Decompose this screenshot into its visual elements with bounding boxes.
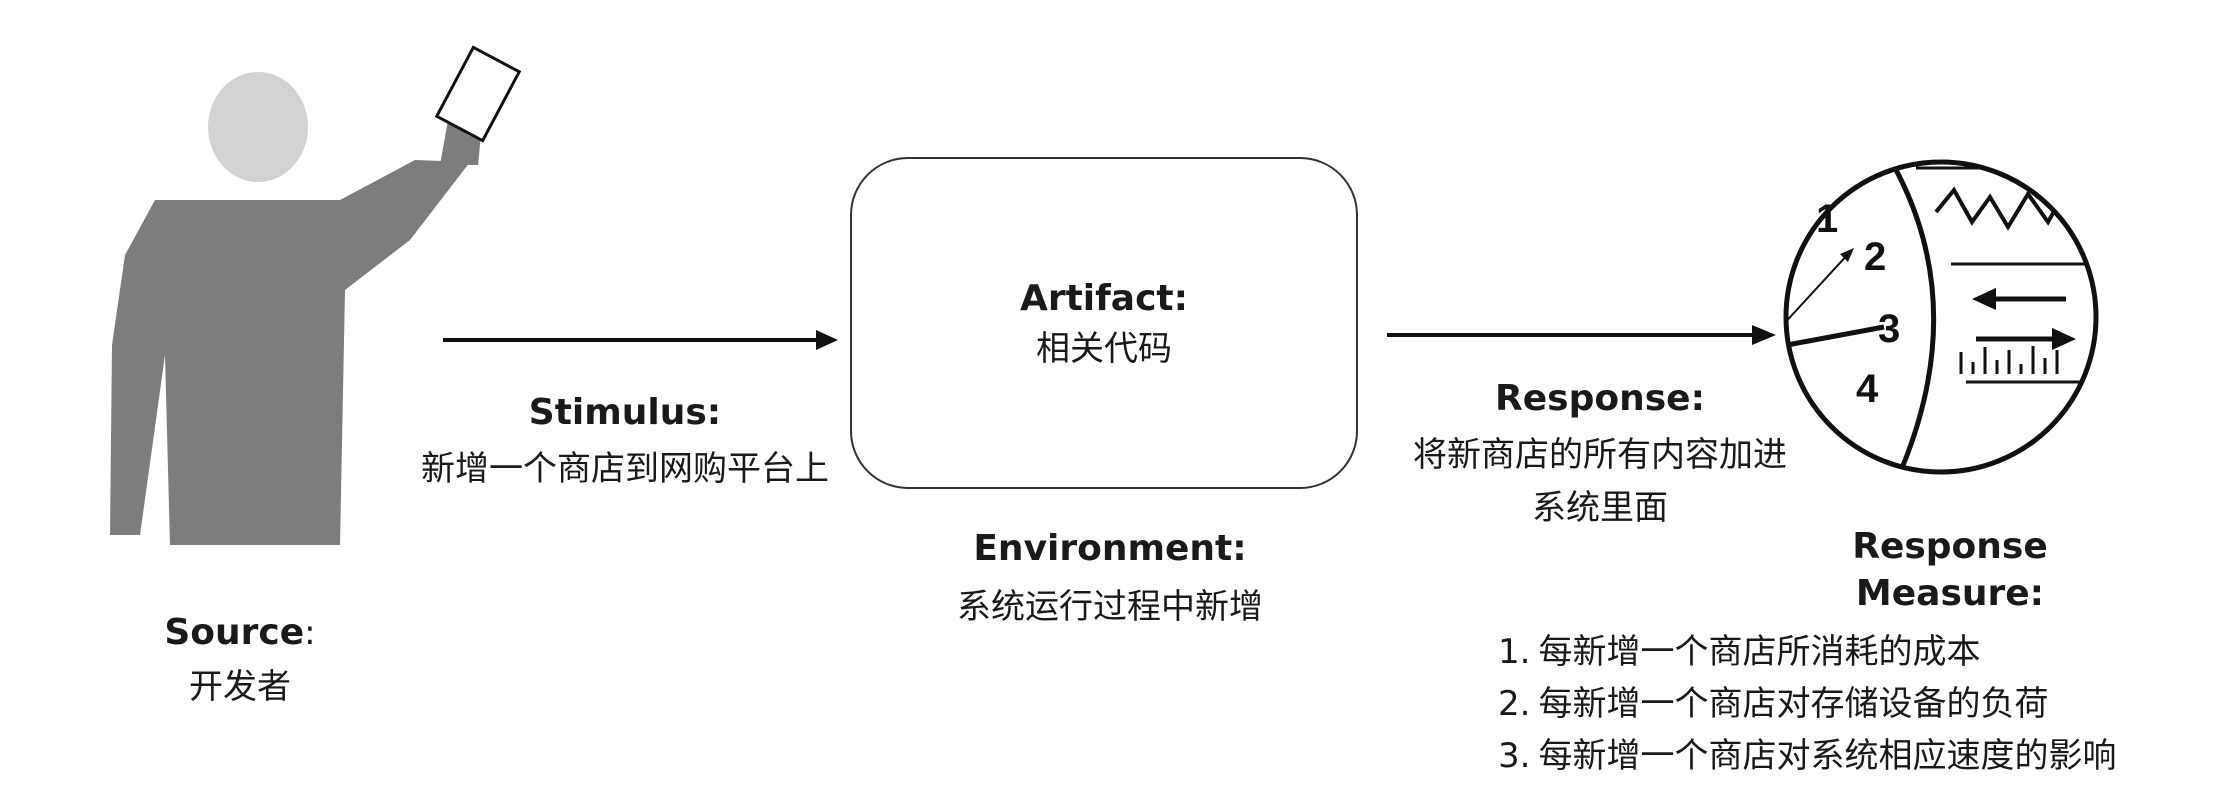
measure-item-1: 1. 每新增一个商店所消耗的成本: [1498, 626, 2116, 678]
source-value: 开发者: [189, 667, 291, 707]
measure-item-2-text: 每新增一个商店对存储设备的负荷: [1538, 684, 2049, 724]
artifact-box: [850, 157, 1358, 489]
measure-item-2: 2. 每新增一个商店对存储设备的负荷: [1498, 678, 2116, 730]
artifact-label: Artifact: 相关代码: [900, 278, 1308, 370]
response-measure-list: 1. 每新增一个商店所消耗的成本 2. 每新增一个商店对存储设备的负荷 3. 每…: [1498, 626, 2116, 782]
response-measure-title-1: Response: [1852, 526, 2048, 567]
measure-item-2-num: 2.: [1498, 684, 1531, 724]
environment-title: Environment:: [973, 528, 1247, 569]
response-title: Response:: [1495, 378, 1705, 419]
person-head: [208, 72, 308, 182]
stimulus-title: Stimulus:: [528, 392, 722, 433]
paper-icon: [434, 45, 522, 143]
gauge-icon: 1 2 3 4: [1783, 159, 2099, 475]
measure-item-3-text: 每新增一个商店对系统相应速度的影响: [1538, 736, 2117, 776]
artifact-title: Artifact:: [1019, 278, 1189, 319]
response-arrow: [1387, 325, 1776, 345]
environment-label: Environment: 系统运行过程中新增: [860, 528, 1360, 628]
source-colon: :: [304, 613, 316, 653]
response-line2: 系统里面: [1532, 488, 1668, 528]
source-title: Source: [164, 612, 305, 653]
response-measure-label: Response Measure:: [1810, 526, 2090, 614]
response-label: Response: 将新商店的所有内容加进 系统里面: [1380, 378, 1820, 529]
source-label: Source: 开发者: [140, 612, 340, 708]
stimulus-value: 新增一个商店到网购平台上: [421, 449, 829, 489]
stimulus-label: Stimulus: 新增一个商店到网购平台上: [360, 392, 890, 490]
measure-item-3-num: 3.: [1498, 736, 1531, 776]
gauge-number-3: 3: [1878, 307, 1900, 351]
measure-item-1-text: 每新增一个商店所消耗的成本: [1538, 632, 1981, 672]
response-line1: 将新商店的所有内容加进: [1413, 435, 1787, 475]
artifact-value: 相关代码: [1036, 329, 1172, 369]
gauge-number-4: 4: [1856, 367, 1879, 411]
measure-item-3: 3. 每新增一个商店对系统相应速度的影响: [1498, 730, 2116, 782]
person-figure: [110, 45, 522, 545]
environment-value: 系统运行过程中新增: [957, 587, 1263, 627]
response-measure-title-2: Measure:: [1855, 573, 2045, 614]
gauge-number-1: 1: [1816, 197, 1838, 241]
stimulus-arrow: [443, 330, 838, 350]
gauge-number-2: 2: [1864, 235, 1886, 279]
person-body: [110, 160, 470, 545]
measure-item-1-num: 1.: [1498, 632, 1531, 672]
